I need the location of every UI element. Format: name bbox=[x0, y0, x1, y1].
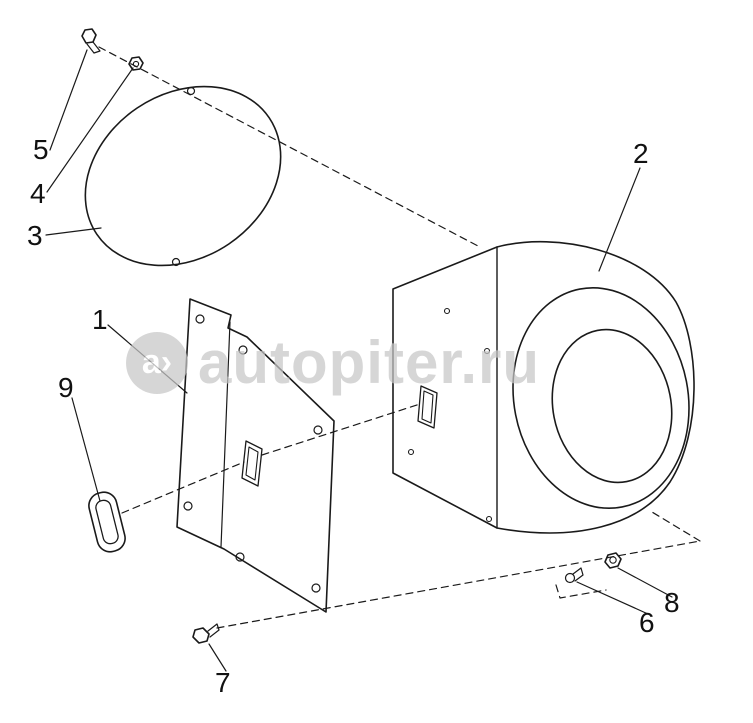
part-label-1: 1 bbox=[92, 304, 108, 335]
part-4-nut-icon bbox=[128, 56, 144, 71]
part-label-6: 6 bbox=[639, 607, 655, 638]
part-8-nut-icon bbox=[604, 552, 622, 569]
part-label-7: 7 bbox=[215, 667, 231, 698]
part-7-bolt-icon bbox=[192, 623, 220, 644]
part-label-4: 4 bbox=[30, 178, 46, 209]
part-label-3: 3 bbox=[27, 220, 43, 251]
part-6-screw-icon bbox=[564, 567, 584, 584]
part-label-5: 5 bbox=[33, 134, 49, 165]
part-2-housing bbox=[392, 240, 695, 534]
part-label-2: 2 bbox=[633, 138, 649, 169]
part-3-cover-disc bbox=[84, 85, 282, 267]
part-label-9: 9 bbox=[58, 372, 74, 403]
part-9-grommet bbox=[88, 491, 126, 553]
leader-lines bbox=[45, 49, 673, 672]
part-5-bolt-icon bbox=[81, 28, 101, 54]
part-1-mounting-plate bbox=[176, 298, 335, 613]
part-label-8: 8 bbox=[664, 587, 680, 618]
assembly-axis-dashed-lines bbox=[98, 46, 701, 629]
